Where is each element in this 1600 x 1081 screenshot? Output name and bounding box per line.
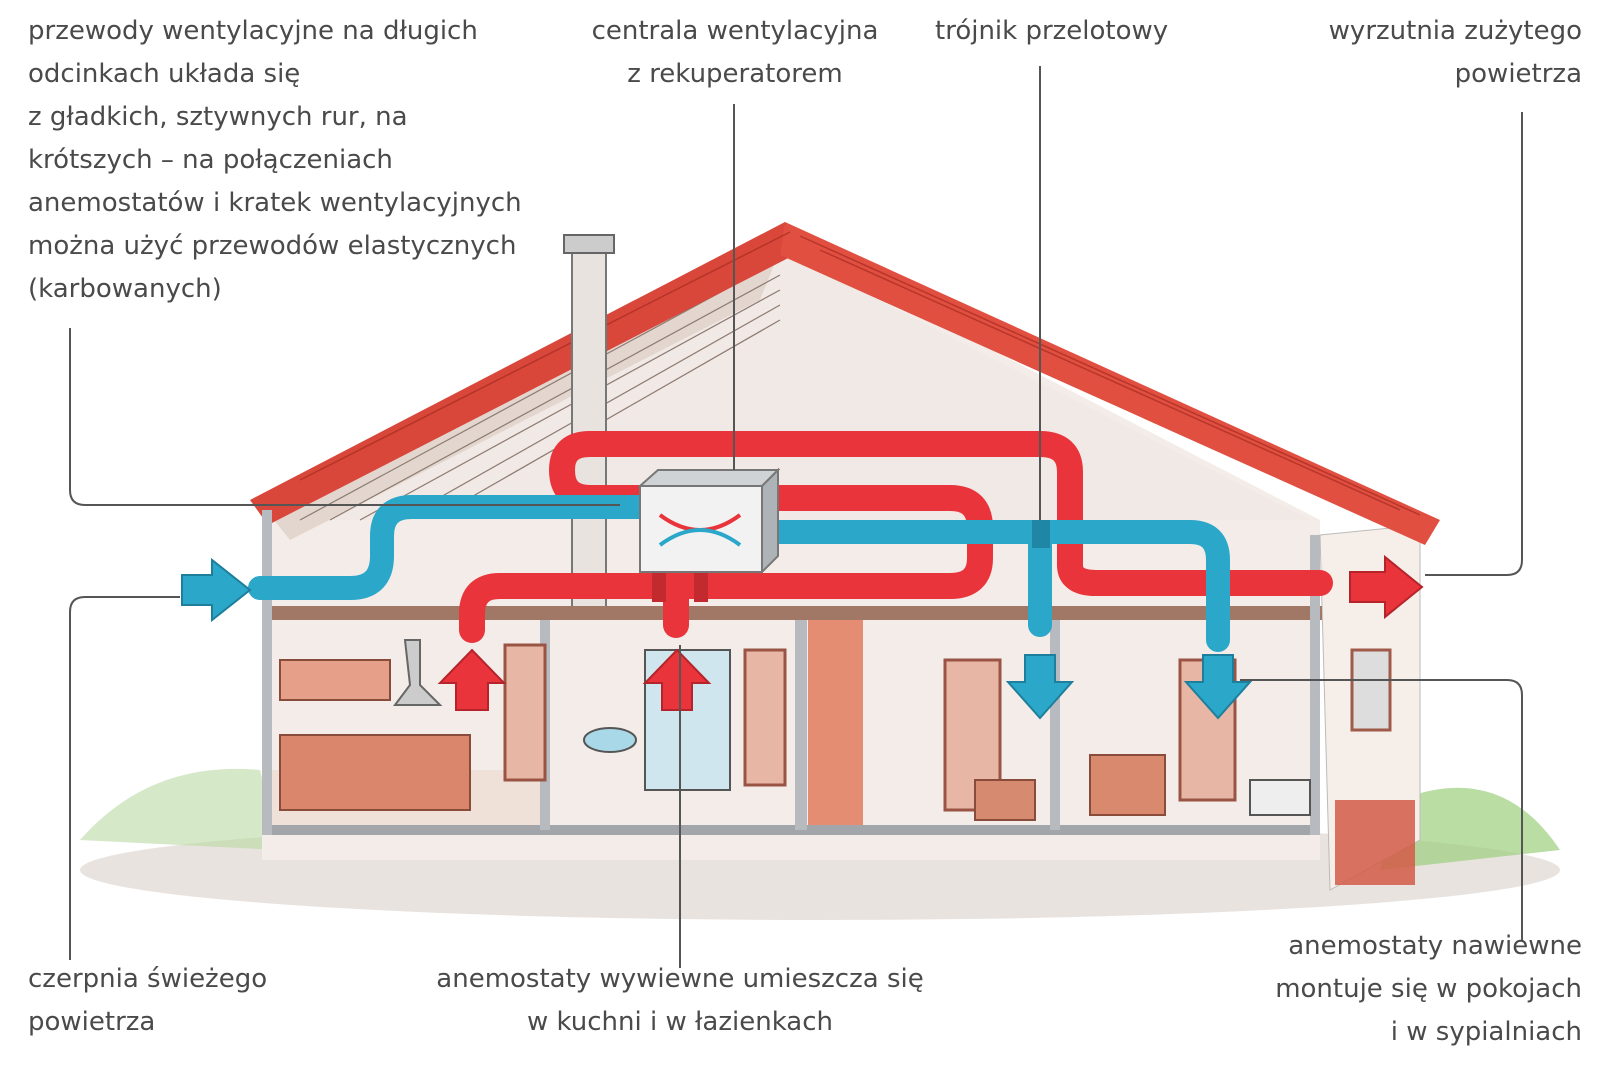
room-door-2 <box>745 650 785 785</box>
label-tee: trójnik przelotowy <box>935 10 1168 53</box>
side-window <box>1352 650 1390 730</box>
tee-fitting-red-1 <box>652 572 666 602</box>
brick-base <box>1335 800 1415 885</box>
fresh-air-intake-arrow <box>182 560 250 620</box>
label-extract-diffusers: anemostaty wywiewne umieszcza się w kuch… <box>420 958 940 1044</box>
label-exhaust-outlet: wyrzutnia zużytego powietrza <box>1329 10 1582 96</box>
label-central-unit: centrala wentylacyjna z rekuperatorem <box>590 10 880 96</box>
tee-fitting-blue <box>1032 520 1050 548</box>
recuperator-unit <box>640 470 778 572</box>
ceiling-slab <box>262 606 1322 620</box>
leader-exhaust-outlet <box>1425 112 1522 575</box>
bathroom-sink <box>584 728 636 752</box>
bedroom-dresser <box>1090 755 1165 815</box>
chimney-cap <box>564 235 614 253</box>
bedroom-bed <box>1250 780 1310 815</box>
label-ducts: przewody wentylacyjne na długich odcinka… <box>28 10 522 311</box>
label-supply-diffusers: anemostaty nawiewne montuje się w pokoja… <box>1275 925 1582 1054</box>
hall-pillar <box>808 620 863 825</box>
leader-fresh-air <box>70 597 180 960</box>
room-door-1 <box>505 645 545 780</box>
kitchen-upper-cabinets <box>280 660 390 700</box>
bedroom-bench <box>975 780 1035 820</box>
label-fresh-air-intake: czerpnia świeżego powietrza <box>28 958 267 1044</box>
grass-left <box>80 769 280 850</box>
kitchen-cabinets <box>280 735 470 810</box>
floor-slab <box>268 825 1313 835</box>
tee-fitting-red-2 <box>694 572 708 602</box>
